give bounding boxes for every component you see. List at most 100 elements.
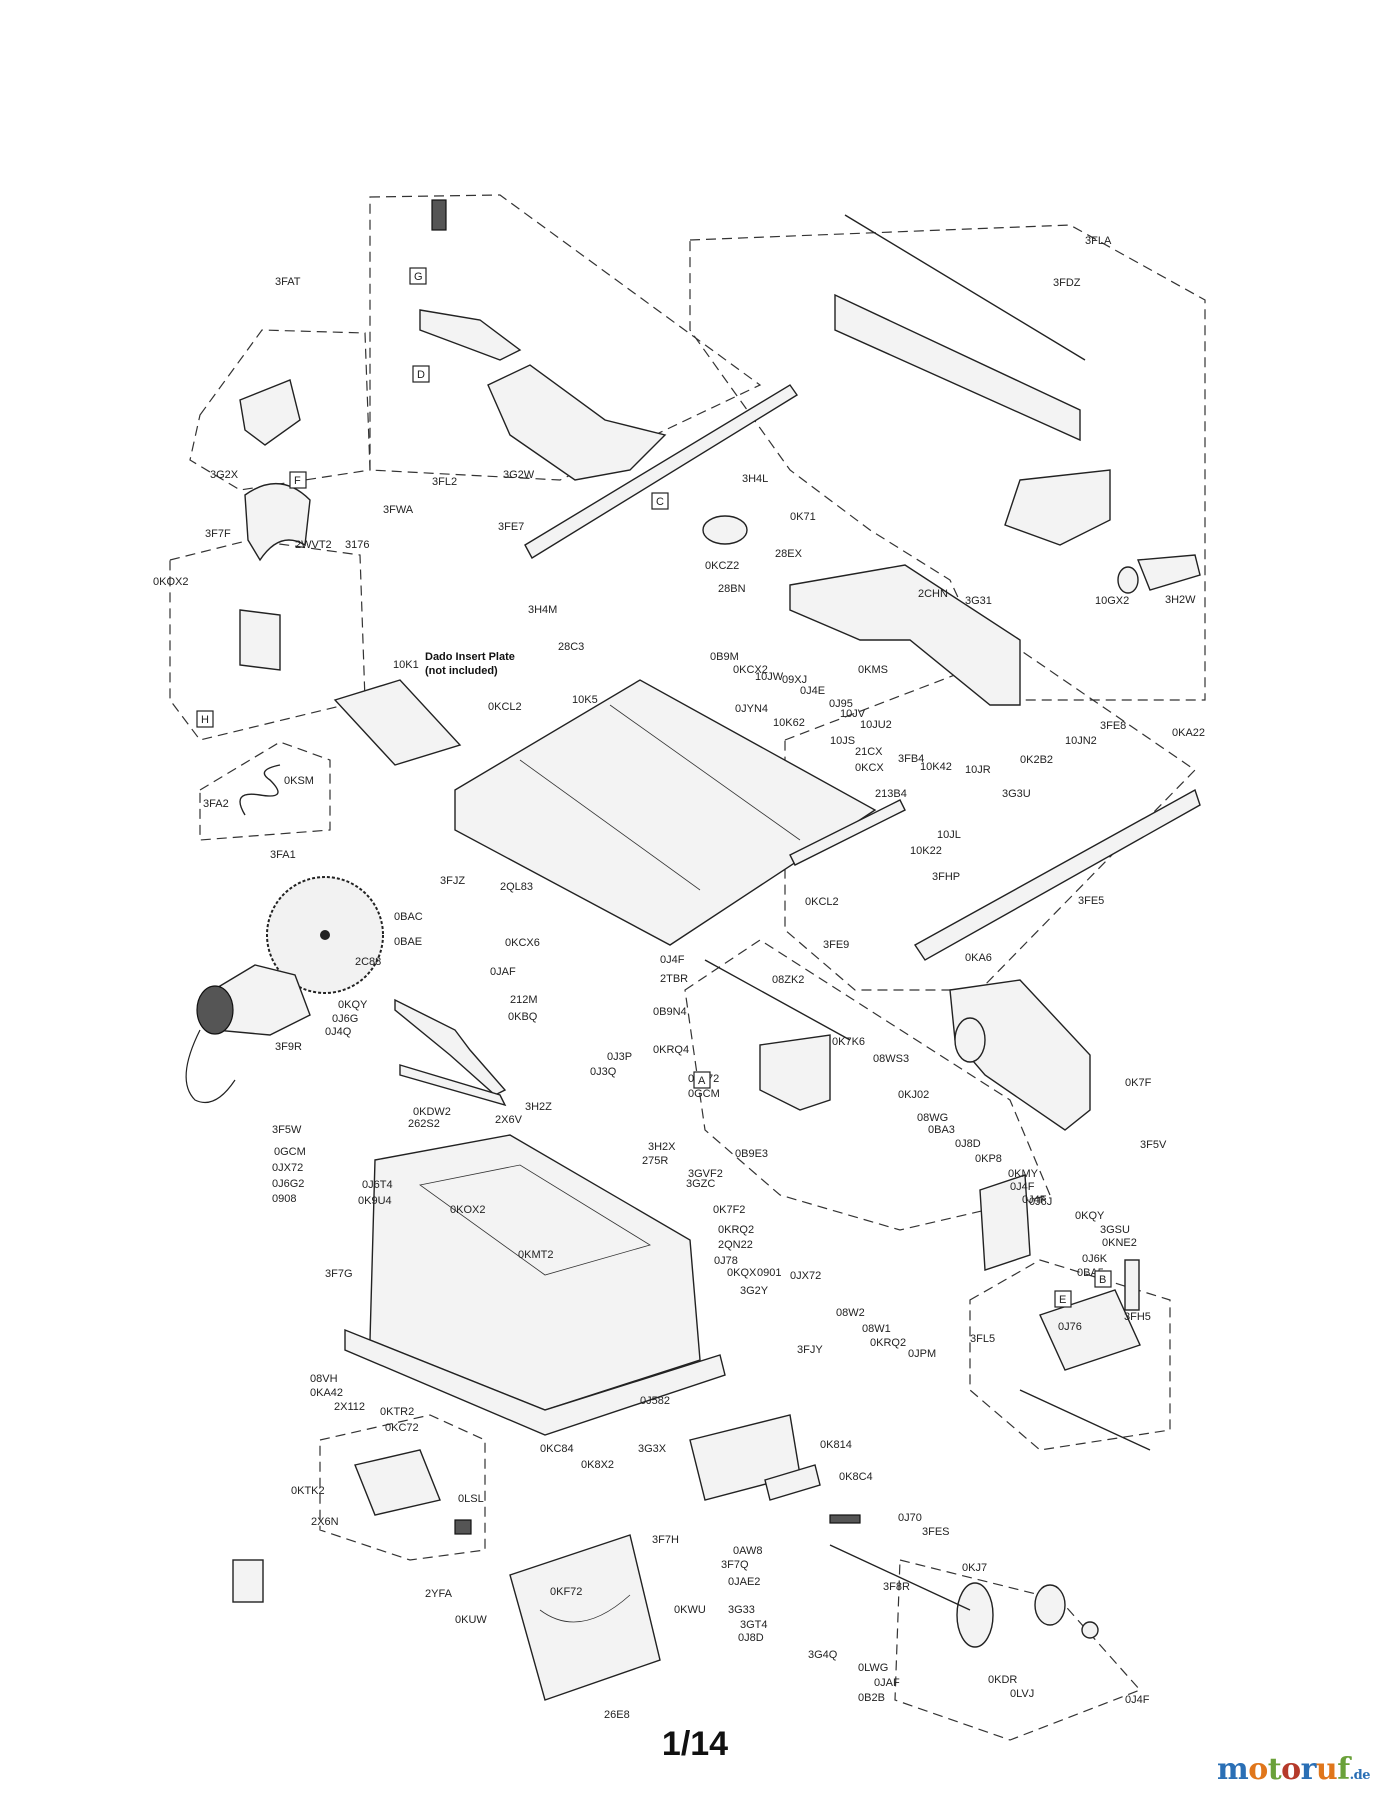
part-label-112: 2QN22 — [718, 1239, 753, 1251]
front-rail-long — [913, 788, 1201, 961]
callout-letter-d: D — [412, 365, 430, 383]
part-label-146: 2X6N — [311, 1516, 339, 1528]
brand-letter: t — [1267, 1752, 1282, 1787]
callout-letter-f: F — [289, 471, 307, 489]
part-label-50: 213B4 — [875, 788, 907, 800]
fence-rod — [844, 214, 1086, 361]
group-switch-box — [319, 1414, 486, 1561]
part-label-155: 3G33 — [728, 1604, 755, 1616]
base-rim — [344, 1328, 726, 1436]
part-label-102: 3F5V — [1140, 1139, 1167, 1151]
part-label-79: 0J3P — [607, 1051, 632, 1063]
part-label-76: 0KRQ4 — [653, 1044, 689, 1056]
fence-lock-housing — [1004, 469, 1111, 546]
part-label-126: 08W2 — [836, 1307, 865, 1319]
part-label-14: 28EX — [775, 548, 803, 560]
part-label-143: 0K814 — [820, 1439, 852, 1451]
parts-artwork — [185, 199, 1201, 1701]
brand-letter: o — [1248, 1752, 1268, 1787]
part-label-159: 0KJ7 — [962, 1562, 987, 1574]
brand-letter: o — [1281, 1752, 1301, 1787]
callout-letter-e: E — [1054, 1290, 1072, 1308]
part-label-9: 3F7F — [205, 528, 231, 540]
dado-note-line1: Dado Insert Plate — [425, 651, 515, 663]
lead-screw-spring — [829, 1514, 861, 1524]
fence-lock-washer — [1117, 566, 1139, 594]
cover-plate — [509, 1534, 661, 1701]
callout-letter-a: A — [693, 1071, 711, 1089]
part-label-10: 3FLA — [1085, 235, 1112, 247]
part-label-6: 3176 — [345, 539, 369, 551]
handwheel-cap — [1081, 1621, 1099, 1639]
part-label-7: 0KOX2 — [153, 576, 188, 588]
part-label-145: 0KTK2 — [291, 1485, 325, 1497]
brand-name: motoruf — [1217, 1752, 1350, 1787]
part-label-44: 0K2B2 — [1020, 754, 1053, 766]
part-label-59: 0BAC — [394, 911, 423, 923]
brand-logo: motoruf.de — [1217, 1752, 1371, 1787]
group-handwheel — [894, 1559, 1142, 1741]
callout-text: D — [417, 369, 425, 381]
part-label-90: 3H2X — [648, 1141, 676, 1153]
part-label-118: 0KQY — [1075, 1210, 1105, 1222]
manual-booklet — [232, 1559, 264, 1603]
part-label-85: 0KJ02 — [898, 1089, 929, 1101]
part-label-23: 0B9M — [710, 651, 739, 663]
part-label-157: 0J8D — [738, 1632, 764, 1644]
part-label-138: 0KC72 — [385, 1422, 419, 1434]
callout-text: B — [1099, 1274, 1106, 1286]
part-label-110: 0K7F2 — [713, 1204, 745, 1216]
dust-chute-port — [954, 1017, 986, 1063]
part-label-20: 3H2W — [1165, 594, 1196, 606]
callout-letter-c: C — [651, 492, 669, 510]
part-label-62: 2C88 — [355, 956, 381, 968]
cover-plate-slot — [539, 1594, 631, 1623]
part-label-70: 0KA6 — [965, 952, 992, 964]
part-label-4: 3FE7 — [498, 521, 524, 533]
part-label-95: 08WG — [917, 1112, 948, 1124]
part-label-38: 21CX — [855, 746, 883, 758]
group-riving-knife — [369, 194, 762, 481]
part-label-165: 0JAF — [874, 1677, 900, 1689]
part-label-86: 0K7F — [1125, 1077, 1152, 1089]
part-label-66: 0J6G — [332, 1013, 358, 1025]
part-label-100: 0J4F — [1010, 1181, 1035, 1193]
table-top — [454, 679, 877, 946]
part-label-119: 3GSU — [1100, 1224, 1130, 1236]
callout-box — [289, 471, 307, 489]
part-label-147: 0LSL — [458, 1493, 484, 1505]
callout-letter-g: G — [409, 267, 427, 285]
part-label-28: 0J4E — [800, 685, 825, 697]
part-label-139: 0J582 — [640, 1395, 670, 1407]
part-label-164: 0LWG — [858, 1662, 888, 1674]
part-label-13: 0K71 — [790, 511, 816, 523]
part-label-113: 0J78 — [714, 1255, 738, 1267]
pulley — [702, 515, 748, 545]
insert-plate — [333, 679, 462, 766]
part-label-68: 0KBQ — [508, 1011, 538, 1023]
part-label-156: 3GT4 — [740, 1619, 768, 1631]
brand-letter: r — [1300, 1752, 1317, 1787]
part-label-106: 0908 — [272, 1193, 296, 1205]
part-label-29: 3G31 — [965, 595, 992, 607]
callout-text: F — [294, 475, 301, 487]
part-label-51: 3G3U — [1002, 788, 1031, 800]
part-label-132: 0J76 — [1058, 1321, 1082, 1333]
part-label-94: 0B9E3 — [735, 1148, 768, 1160]
part-label-3: 3G2W — [503, 469, 535, 481]
callout-text: G — [414, 271, 423, 283]
part-label-34: 0J95 — [829, 698, 853, 710]
part-label-101: 0J6J — [1029, 1196, 1052, 1208]
callout-text: H — [201, 714, 209, 726]
part-label-127: 08W1 — [862, 1323, 891, 1335]
part-label-153: 0JAE2 — [728, 1576, 760, 1588]
part-label-84: 0GCM — [688, 1088, 720, 1100]
part-label-115: 0901 — [757, 1267, 781, 1279]
part-label-60: 0BAE — [394, 936, 422, 948]
table-slot-left — [519, 759, 701, 891]
part-label-97: 0J8D — [955, 1138, 981, 1150]
part-label-134: 08VH — [310, 1373, 338, 1385]
part-label-161: 0KUW — [455, 1614, 487, 1626]
part-label-162: 0KWU — [674, 1604, 706, 1616]
part-label-104: 0JX72 — [272, 1162, 303, 1174]
